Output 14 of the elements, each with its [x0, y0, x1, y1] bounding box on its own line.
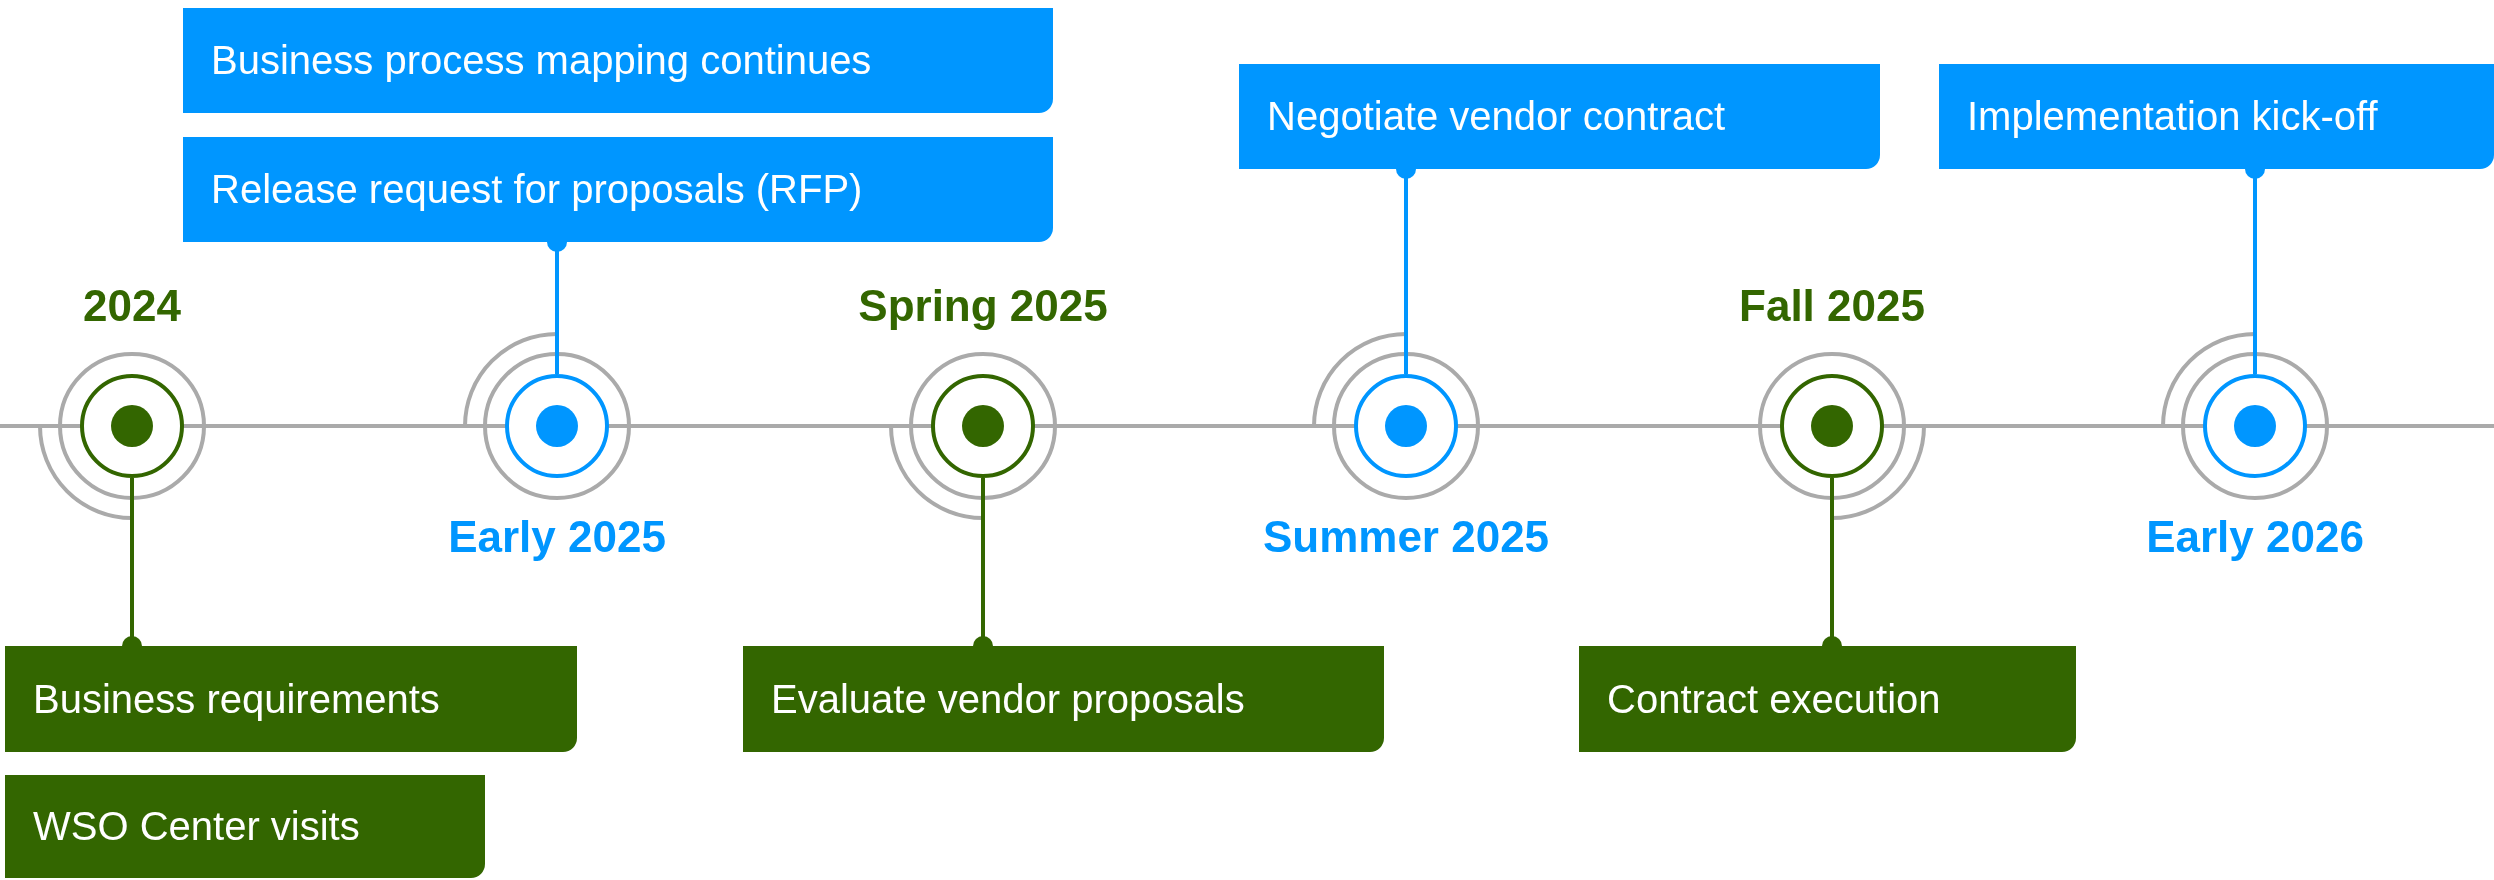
date-label: Summer 2025 — [1262, 512, 1550, 562]
date-label: Fall 2025 — [1739, 281, 1925, 331]
milestone-box: Business process mapping continues — [183, 8, 1053, 113]
milestone-box: Evaluate vendor proposals — [743, 646, 1384, 752]
date-label: Spring 2025 — [858, 281, 1108, 331]
date-label: Early 2026 — [2146, 512, 2364, 562]
date-label: 2024 — [83, 281, 181, 331]
milestone-box: Release request for proposals (RFP) — [183, 137, 1053, 242]
milestone-box: WSO Center visits — [5, 775, 485, 878]
milestone-box: Business requirements — [5, 646, 577, 752]
milestone-box: Contract execution — [1579, 646, 2076, 752]
milestone-box: Negotiate vendor contract — [1239, 64, 1880, 169]
milestone-box: Implementation kick-off — [1939, 64, 2494, 169]
date-label: Early 2025 — [448, 512, 666, 562]
